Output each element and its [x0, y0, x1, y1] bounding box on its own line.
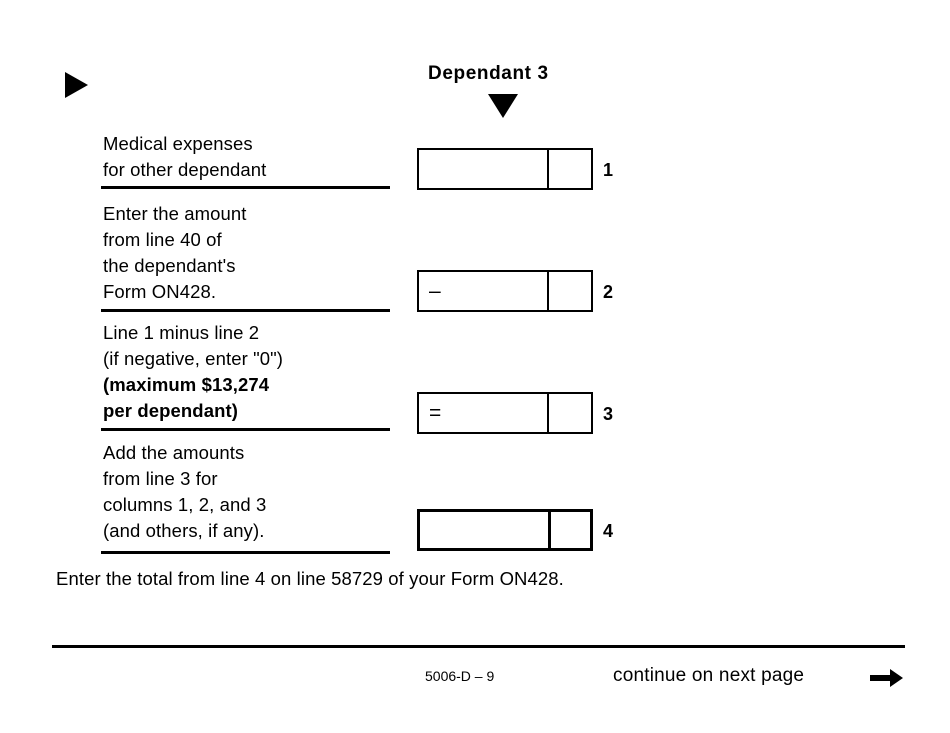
dollar-cents-divider: [547, 394, 549, 432]
amount-box-line-1[interactable]: [417, 148, 593, 190]
operator-symbol-equals: =: [429, 401, 442, 425]
amount-box-line-4[interactable]: [417, 509, 593, 551]
instruction-line: Enter the amount: [103, 203, 247, 224]
total-transfer-note: Enter the total from line 4 on line 5872…: [56, 568, 564, 589]
instruction-line: Medical expenses: [103, 133, 253, 154]
row-separator-3: [101, 428, 390, 431]
instruction-line: the dependant's: [103, 255, 236, 276]
instruction-line-maximum: (maximum $13,274: [103, 374, 270, 395]
instruction-line: Add the amounts: [103, 442, 245, 463]
amount-box-line-3[interactable]: =: [417, 392, 593, 434]
instruction-row-1: Medical expenses for other dependant: [103, 131, 393, 183]
footer-divider: [52, 645, 905, 648]
operator-symbol-minus: –: [429, 279, 441, 303]
dollar-cents-divider: [548, 512, 551, 548]
instruction-line: (and others, if any).: [103, 520, 265, 541]
amount-box-line-2[interactable]: –: [417, 270, 593, 312]
instruction-row-2: Enter the amount from line 40 of the dep…: [103, 201, 393, 305]
row-separator-4: [101, 551, 390, 554]
instruction-line: for other dependant: [103, 159, 267, 180]
continue-label: continue on next page: [613, 665, 805, 686]
form-code: 5006-D – 9: [425, 668, 495, 684]
instruction-line: Line 1 minus line 2: [103, 322, 260, 343]
instruction-line: (if negative, enter "0"): [103, 348, 284, 369]
column-header-dependant-3: Dependant 3: [428, 63, 549, 84]
line-number-3: 3: [603, 404, 614, 424]
arrow-right-icon: [870, 669, 903, 687]
instruction-line: from line 3 for: [103, 468, 218, 489]
instruction-line: columns 1, 2, and 3: [103, 494, 267, 515]
row-separator-1: [101, 186, 390, 189]
instruction-line: Form ON428.: [103, 281, 217, 302]
instruction-line: from line 40 of: [103, 229, 222, 250]
instruction-line-per-dependant: per dependant): [103, 400, 239, 421]
triangle-right-icon: [65, 72, 88, 98]
instruction-row-3: Line 1 minus line 2 (if negative, enter …: [103, 320, 393, 424]
instruction-row-4: Add the amounts from line 3 for columns …: [103, 440, 393, 544]
line-number-1: 1: [603, 160, 614, 180]
line-number-4: 4: [603, 521, 614, 541]
dollar-cents-divider: [547, 150, 549, 188]
line-number-2: 2: [603, 282, 614, 302]
row-separator-2: [101, 309, 390, 312]
triangle-down-icon: [488, 94, 518, 118]
dollar-cents-divider: [547, 272, 549, 310]
